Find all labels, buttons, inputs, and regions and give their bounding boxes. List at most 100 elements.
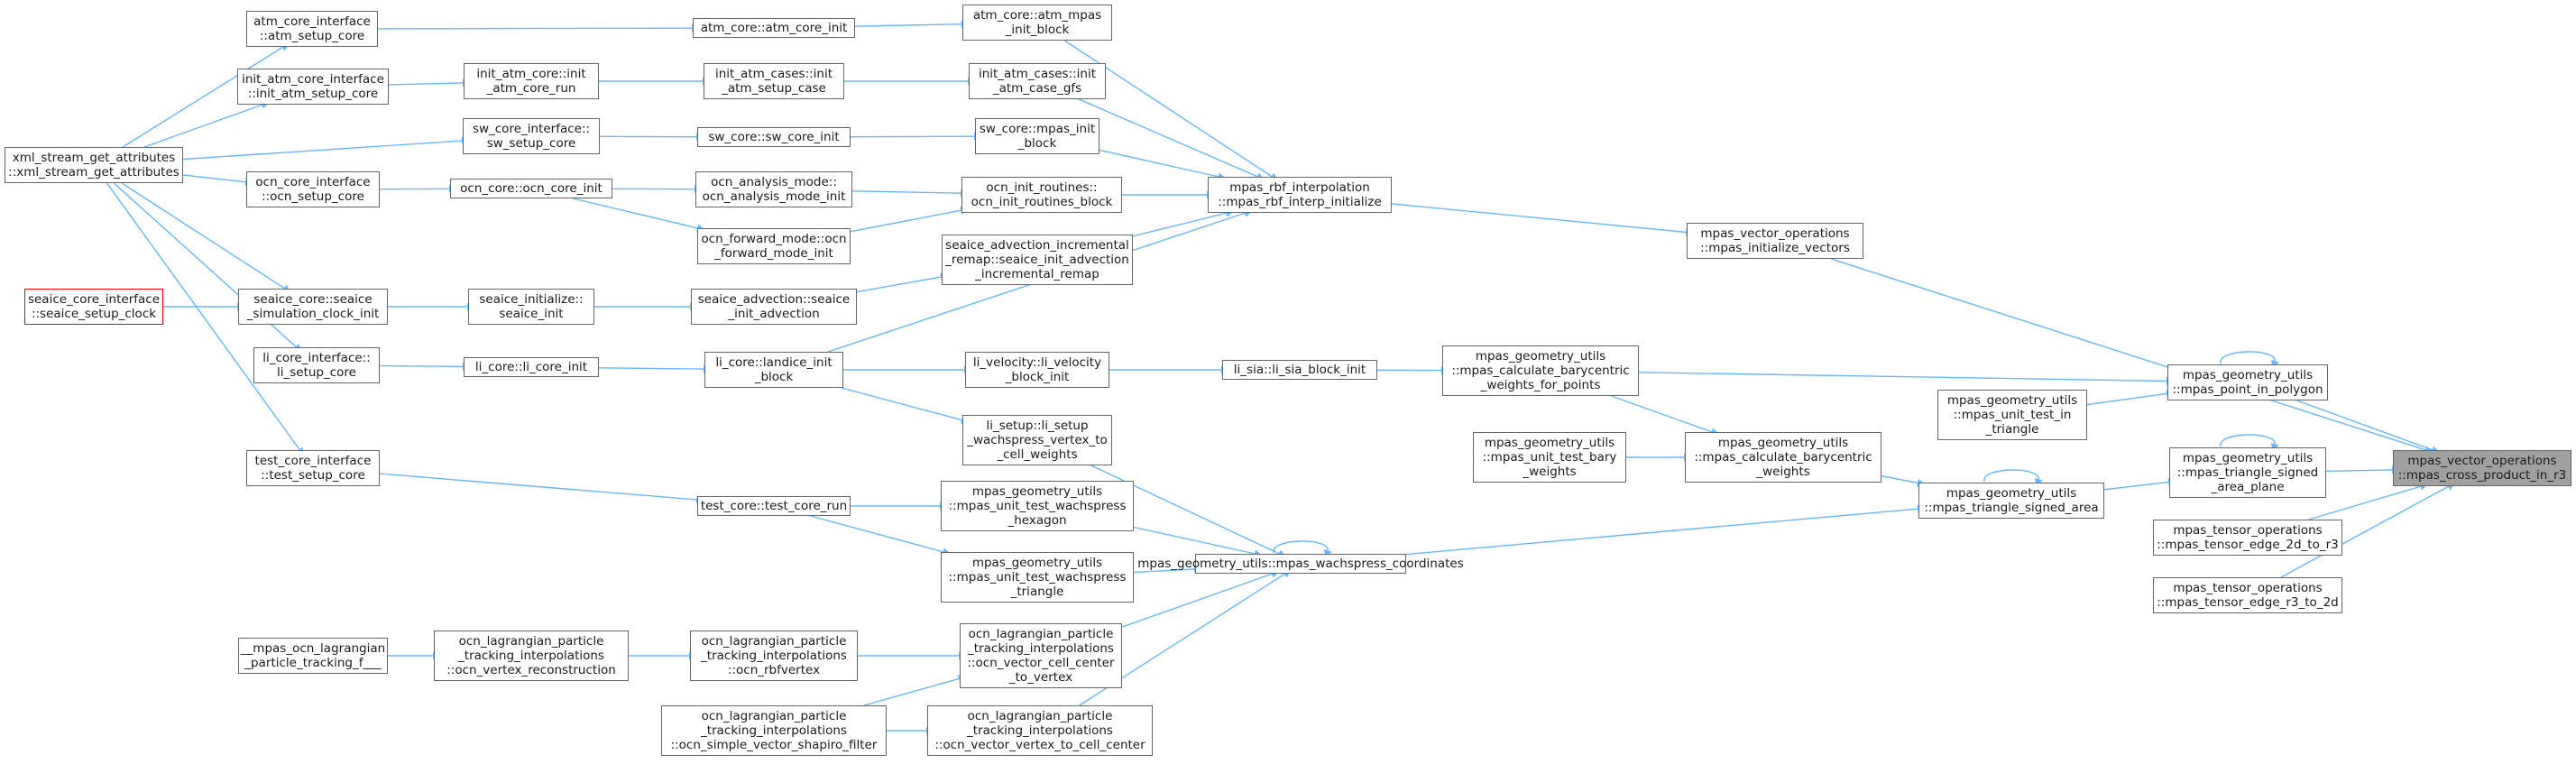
node-mpas-point-in-polygon[interactable]: mpas_geometry_utils ::mpas_point_in_poly… bbox=[2167, 364, 2328, 400]
node-li-sia-block-init[interactable]: li_sia::li_sia_block_init bbox=[1222, 360, 1377, 380]
node-init-atm-case-gfs[interactable]: init_atm_cases::init _atm_case_gfs bbox=[969, 63, 1106, 99]
node-ocn-analysis-mode-init[interactable]: ocn_analysis_mode:: ocn_analysis_mode_in… bbox=[695, 171, 852, 207]
node-li-setup-wachspress-vertex-to-cell-weights[interactable]: li_setup::li_setup _wachspress_vertex_to… bbox=[962, 415, 1112, 465]
node-label: atm_core::atm_core_init bbox=[700, 21, 848, 35]
node-label: ::mpas_tensor_edge_r3_to_2d bbox=[2157, 595, 2339, 610]
node-li-landice-init-block[interactable]: li_core::landice_init _block bbox=[704, 352, 843, 388]
node-li-velocity-block-init[interactable]: li_velocity::li_velocity _block_init bbox=[965, 352, 1109, 388]
node-mpas-unit-test-bary-weights[interactable]: mpas_geometry_utils ::mpas_unit_test_bar… bbox=[1473, 432, 1626, 483]
node-mpas-calculate-barycentric-weights[interactable]: mpas_geometry_utils ::mpas_calculate_bar… bbox=[1685, 432, 1881, 483]
call-edge-sw_mpas_init-to-rbf bbox=[1099, 149, 1227, 181]
node-mpas-unit-test-wachspress-hexagon[interactable]: mpas_geometry_utils ::mpas_unit_test_wac… bbox=[941, 481, 1134, 531]
node-label: ocn_init_routines_block bbox=[971, 195, 1113, 209]
node-label: ::mpas_rbf_interp_initialize bbox=[1218, 195, 1382, 209]
call-edge-tri_signed_area-to-tri_signed_area_plane bbox=[2103, 477, 2177, 491]
self-call-edge-wach_coords bbox=[1273, 540, 1332, 558]
node-mpas-triangle-signed-area-plane[interactable]: mpas_geometry_utils ::mpas_triangle_sign… bbox=[2169, 447, 2326, 498]
node-label: mpas_vector_operations bbox=[2407, 454, 2557, 468]
node-atm-setup-core[interactable]: atm_core_interface ::atm_setup_core bbox=[246, 11, 378, 47]
node-label: ocn_forward_mode::ocn bbox=[701, 232, 847, 246]
node-mpas-unit-test-wachspress-triangle[interactable]: mpas_geometry_utils ::mpas_unit_test_wac… bbox=[941, 552, 1134, 603]
node-mpas-unit-test-in-triangle[interactable]: mpas_geometry_utils ::mpas_unit_test_in … bbox=[1937, 390, 2087, 440]
call-edge-calc_bary_pts-to-calc_bary bbox=[1611, 395, 1720, 436]
node-ocn-vector-cell-center-to-vertex[interactable]: ocn_lagrangian_particle _tracking_interp… bbox=[960, 623, 1122, 688]
node-label: _forward_mode_init bbox=[714, 246, 833, 261]
node-init-atm-core-run[interactable]: init_atm_core::init _atm_core_run bbox=[464, 63, 599, 99]
self-call-edge-point_in_polygon bbox=[2220, 351, 2279, 369]
node-label: ::ocn_vector_cell_center bbox=[967, 656, 1115, 670]
node-label: seaice_core_interface bbox=[27, 292, 161, 307]
node-seaice-setup-clock[interactable]: seaice_core_interface ::seaice_setup_clo… bbox=[24, 289, 163, 325]
node-label: ::ocn_vector_vertex_to_cell_center bbox=[934, 738, 1145, 752]
node-ocn-vector-vertex-to-cell-center[interactable]: ocn_lagrangian_particle _tracking_interp… bbox=[927, 705, 1153, 756]
call-edge-atm_mpas_init-to-rbf bbox=[1064, 40, 1279, 181]
node-label: mpas_vector_operations bbox=[1700, 226, 1850, 241]
node-mpas-cross-product-in-r3: mpas_vector_operations ::mpas_cross_prod… bbox=[2393, 450, 2571, 486]
node-label: _atm_setup_case bbox=[722, 81, 826, 96]
node-label: _tracking_interpolations bbox=[968, 641, 1114, 656]
node-li-core-init[interactable]: li_core::li_core_init bbox=[464, 357, 599, 377]
node-label: ::test_setup_core bbox=[261, 468, 365, 483]
self-call-edge-tri_signed_area_plane bbox=[2220, 434, 2279, 452]
node-mpas-ocn-lagrangian-particle-tracking[interactable]: __mpas_ocn_lagrangian _particle_tracking… bbox=[238, 638, 388, 674]
node-test-setup-core[interactable]: test_core_interface ::test_setup_core bbox=[246, 450, 380, 486]
node-sw-mpas-init-block[interactable]: sw_core::mpas_init _block bbox=[975, 118, 1099, 154]
call-edge-xml-to-atm_setup_core bbox=[122, 42, 290, 148]
node-calculate-barycentric-weights-for-points[interactable]: mpas_geometry_utils ::mpas_calculate_bar… bbox=[1442, 345, 1639, 396]
node-label: mpas_geometry_utils bbox=[2182, 368, 2314, 382]
node-xml-stream-get-attributes[interactable]: xml_stream_get_attributes ::xml_stream_g… bbox=[5, 147, 183, 183]
node-atm-mpas-init-block[interactable]: atm_core::atm_mpas _init_block bbox=[962, 5, 1112, 41]
node-ocn-setup-core[interactable]: ocn_core_interface ::ocn_setup_core bbox=[246, 171, 380, 207]
node-label: init_atm_cases::init bbox=[714, 67, 833, 81]
node-label: atm_core::atm_mpas bbox=[972, 8, 1102, 23]
node-test-core-run[interactable]: test_core::test_core_run bbox=[697, 496, 851, 516]
node-label: mpas_geometry_utils bbox=[1717, 436, 1849, 450]
node-label: ocn_lagrangian_particle bbox=[458, 634, 604, 649]
call-edge-unit_test_tri-to-point_in_polygon bbox=[2086, 389, 2176, 406]
call-edge-ocn_analysis-to-ocn_init_routines bbox=[851, 189, 970, 198]
node-ocn-forward-mode-init[interactable]: ocn_forward_mode::ocn _forward_mode_init bbox=[697, 228, 851, 264]
call-edge-seaice_init_adv-to-seaice_adv_remap bbox=[856, 272, 949, 293]
node-ocn-rbfvertex[interactable]: ocn_lagrangian_particle _tracking_interp… bbox=[690, 631, 858, 681]
node-li-setup-core[interactable]: li_core_interface:: li_setup_core bbox=[253, 347, 380, 383]
node-atm-core-init[interactable]: atm_core::atm_core_init bbox=[693, 18, 855, 38]
node-ocn-core-init[interactable]: ocn_core::ocn_core_init bbox=[450, 179, 612, 198]
node-label: ::mpas_unit_test_wachspress bbox=[948, 570, 1127, 585]
node-seaice-init-advection[interactable]: seaice_advection::seaice _init_advection bbox=[691, 289, 857, 325]
node-label: _wachspress_vertex_to bbox=[967, 433, 1108, 447]
node-label: __mpas_ocn_lagrangian bbox=[240, 641, 386, 656]
node-mpas-tensor-edge-r3-to-2d[interactable]: mpas_tensor_operations ::mpas_tensor_edg… bbox=[2153, 577, 2342, 613]
call-edge-xml-to-test_setup_core bbox=[106, 182, 305, 456]
node-label: li_setup_core bbox=[276, 365, 356, 380]
node-label: ocn_lagrangian_particle bbox=[967, 709, 1113, 723]
node-seaice-simulation-clock-init[interactable]: seaice_core::seaice _simulation_clock_in… bbox=[238, 289, 388, 325]
call-edge-tri_signed_area_plane-to-cross bbox=[2325, 465, 2401, 474]
node-label: sw_setup_core bbox=[486, 136, 576, 151]
node-label: ::mpas_triangle_signed_area bbox=[1924, 501, 2099, 515]
node-ocn-simple-vector-shapiro-filter[interactable]: ocn_lagrangian_particle _tracking_interp… bbox=[661, 705, 887, 756]
node-label: li_setup::li_setup bbox=[986, 419, 1089, 433]
node-mpas-triangle-signed-area[interactable]: mpas_geometry_utils ::mpas_triangle_sign… bbox=[1918, 483, 2104, 519]
node-mpas-tensor-edge-2d-to-r3[interactable]: mpas_tensor_operations ::mpas_tensor_edg… bbox=[2153, 520, 2342, 556]
node-label: _init_advection bbox=[728, 307, 820, 321]
call-edge-sw_core_init-to-sw_mpas_init bbox=[850, 132, 983, 141]
node-sw-core-init[interactable]: sw_core::sw_core_init bbox=[697, 127, 851, 147]
node-ocn-init-routines-block[interactable]: ocn_init_routines:: ocn_init_routines_bl… bbox=[961, 177, 1122, 213]
node-mpas-wachspress-coordinates[interactable]: mpas_geometry_utils::mpas_wachspress_coo… bbox=[1137, 554, 1464, 574]
node-seaice-init-advection-incremental-remap[interactable]: seaice_advection_incremental _remap::sea… bbox=[942, 235, 1133, 285]
node-label: ocn_core::ocn_core_init bbox=[460, 181, 603, 196]
call-edge-li_setup_core-to-li_core_init bbox=[379, 362, 472, 371]
node-label: _block bbox=[1017, 136, 1057, 151]
call-edge-test_setup_core-to-test_core_run bbox=[379, 473, 705, 504]
node-sw-setup-core[interactable]: sw_core_interface:: sw_setup_core bbox=[463, 118, 600, 154]
node-label: _triangle bbox=[1985, 422, 2039, 437]
node-seaice-init[interactable]: seaice_initialize:: seaice_init bbox=[468, 289, 594, 325]
node-mpas-rbf-interp-initialize[interactable]: mpas_rbf_interpolation ::mpas_rbf_interp… bbox=[1208, 177, 1392, 213]
node-label: init_atm_core::init bbox=[476, 67, 586, 81]
node-ocn-vertex-reconstruction[interactable]: ocn_lagrangian_particle _tracking_interp… bbox=[434, 631, 629, 681]
node-init-atm-setup-case[interactable]: init_atm_cases::init _atm_setup_case bbox=[704, 63, 844, 99]
node-mpas-initialize-vectors[interactable]: mpas_vector_operations ::mpas_initialize… bbox=[1687, 223, 1863, 259]
node-label: _simulation_clock_init bbox=[246, 307, 380, 321]
node-init-atm-setup-core[interactable]: init_atm_core_interface ::init_atm_setup… bbox=[237, 69, 389, 105]
node-label: seaice_initialize:: bbox=[479, 292, 584, 307]
